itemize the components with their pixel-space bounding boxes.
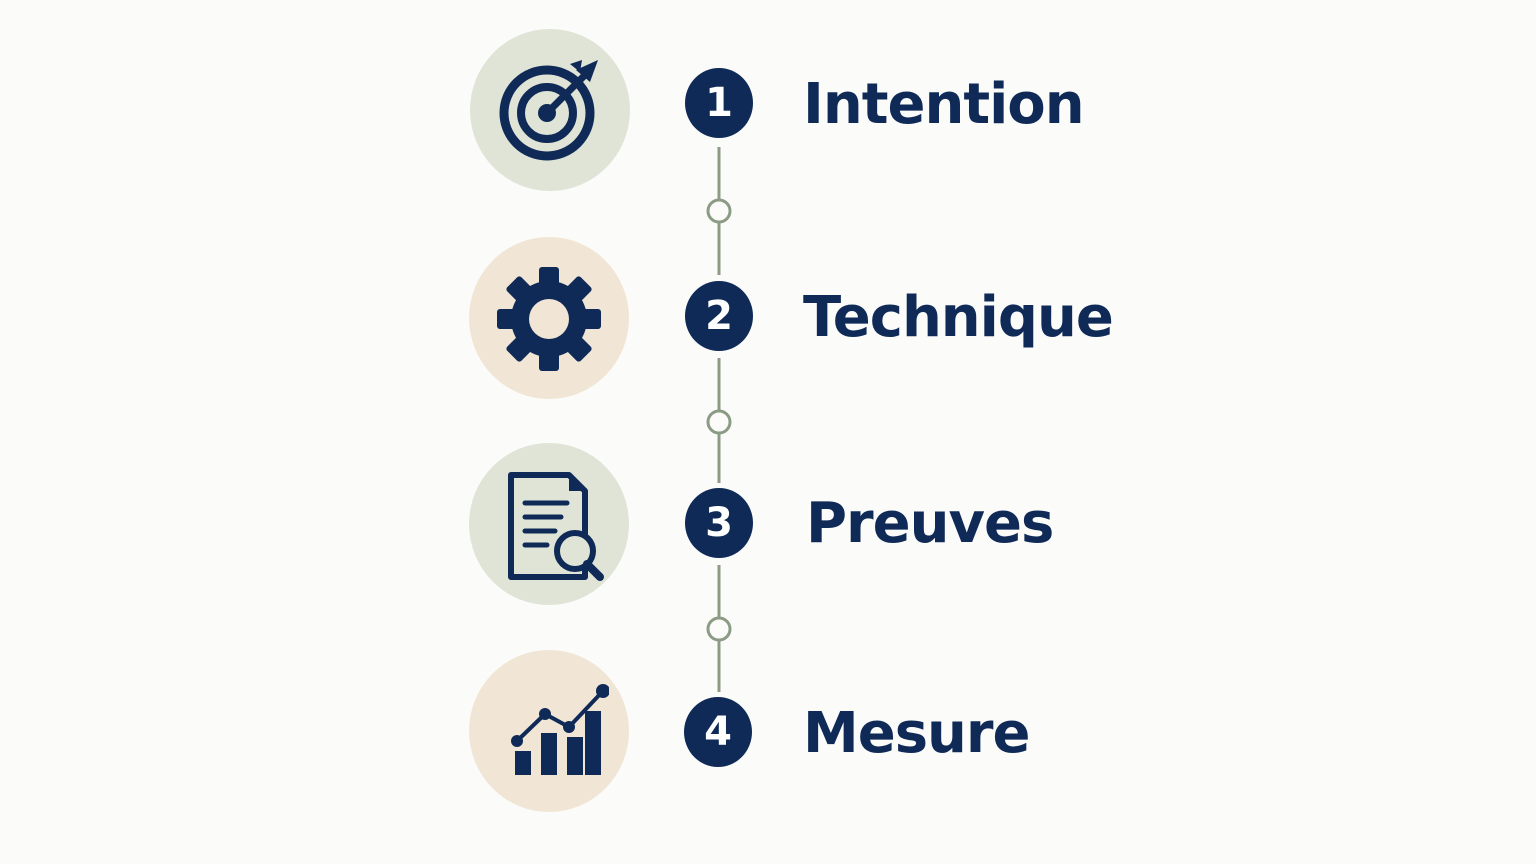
step-2-number: 2 <box>705 293 733 339</box>
step-1-number: 1 <box>705 80 733 126</box>
step-3-number: 3 <box>705 500 733 546</box>
bar-chart-trend-icon <box>511 684 609 775</box>
step-1-icon-circle <box>470 29 630 191</box>
connector-node-2 <box>706 409 732 435</box>
step-4-number-badge: 4 <box>684 697 752 767</box>
step-3-number-badge: 3 <box>685 488 753 558</box>
step-3-label: Preuves <box>806 491 1054 556</box>
gear-icon <box>497 267 601 371</box>
target-icon <box>499 60 598 161</box>
step-4-label: Mesure <box>803 701 1031 766</box>
connector-node-3 <box>706 616 732 642</box>
step-2-icon-circle <box>469 237 629 399</box>
step-3-icon-circle <box>469 443 629 605</box>
connector-node-1 <box>706 198 732 224</box>
step-1-label: Intention <box>803 72 1085 137</box>
step-1-number-badge: 1 <box>685 68 753 138</box>
step-4-number: 4 <box>704 709 732 755</box>
step-2-label: Technique <box>803 285 1114 350</box>
step-4-icon-circle <box>469 650 629 812</box>
step-2-number-badge: 2 <box>685 281 753 351</box>
document-search-icon <box>508 472 604 581</box>
